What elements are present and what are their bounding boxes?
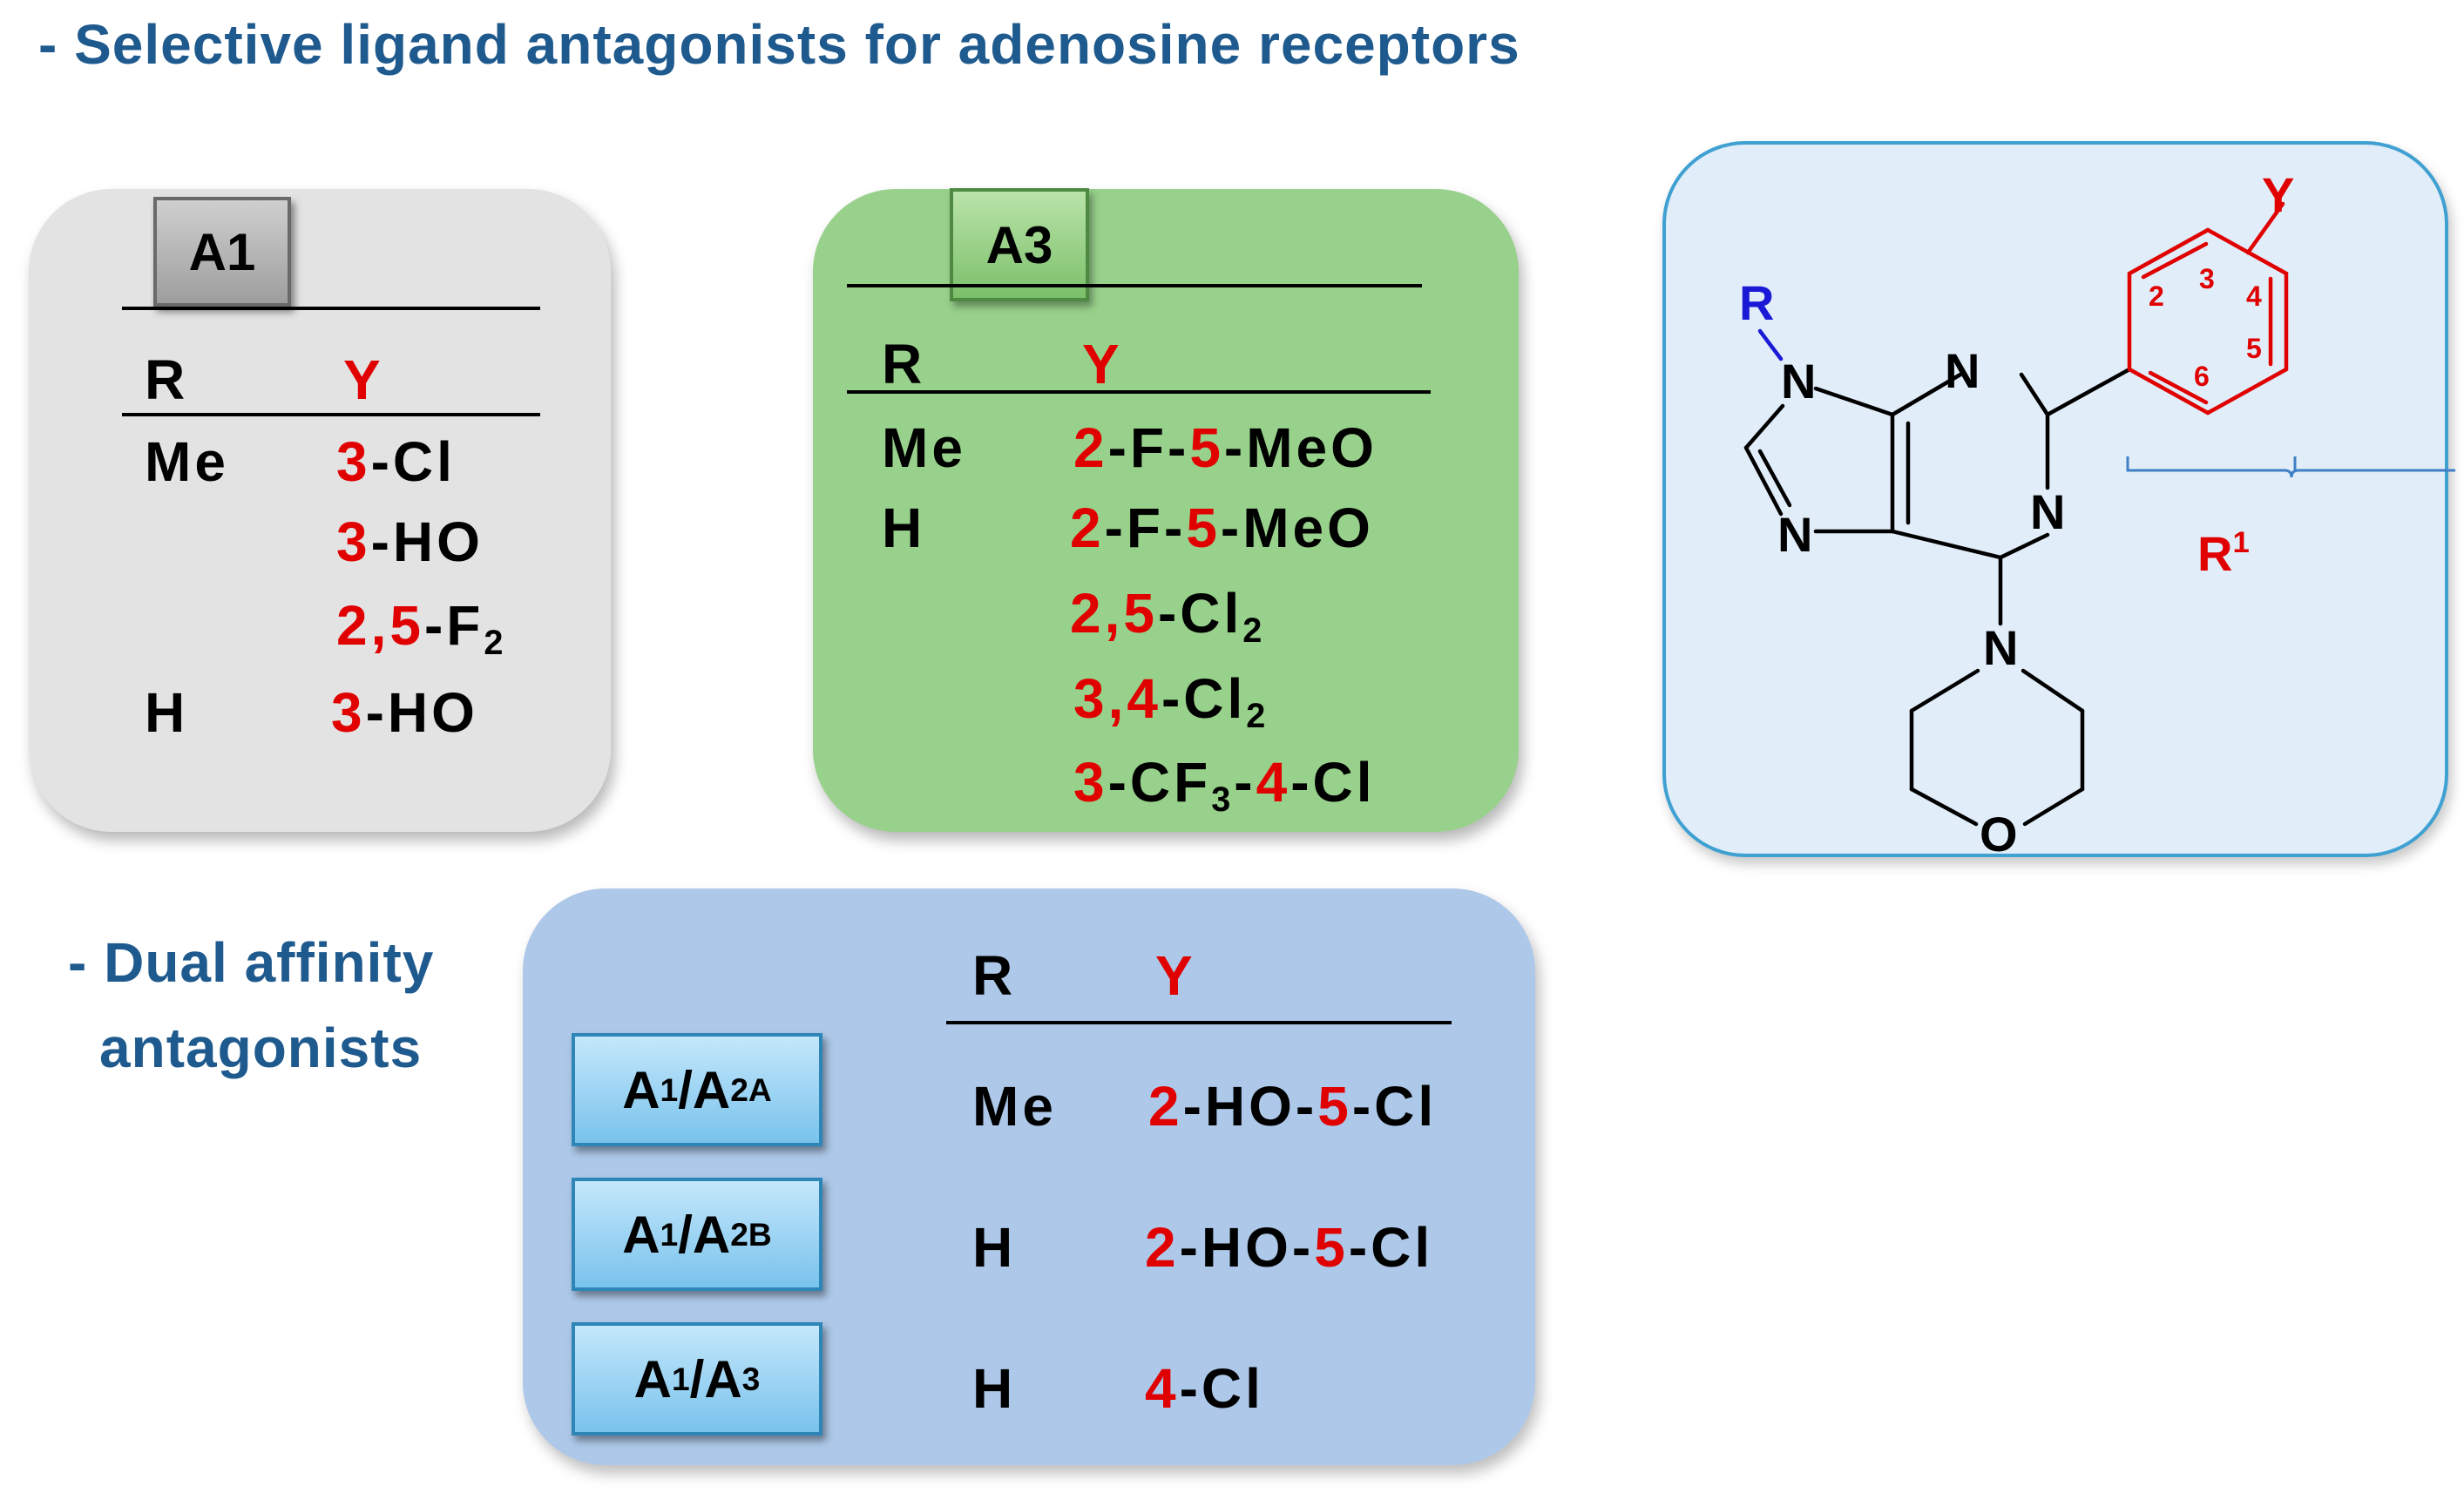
a3-row1-r: Me [882,416,966,479]
a1-row1-y: 3-Cl [336,430,456,493]
a1-row2-y: 3-HO [336,510,484,573]
dual-heading-line1: - Dual affinity [68,931,435,994]
a1-tag: A1 [153,197,291,307]
a3-top-rule [847,284,1422,287]
dual-header-rule [946,1021,1452,1024]
a1-row4-r: H [145,681,189,744]
a3-tag: A3 [950,188,1089,301]
dual-col-r: R [972,944,1013,1007]
ring-pos-3: 3 [2199,263,2215,294]
atom-n1: N [2030,484,2066,539]
a1-row1-r: Me [145,430,229,493]
a3-col-r: R [882,333,923,395]
ring-pos-6: 6 [2194,361,2210,392]
a3-row5-y: 3-CF3-4-Cl [1073,751,1376,820]
a1-header-rule [122,413,540,416]
structure-panel [1662,141,2448,857]
atom-n7: N [1777,507,1813,562]
a1-row3-y: 2,5-F2 [336,594,507,663]
a3-panel [813,189,1519,832]
ring-pos-2: 2 [2149,280,2164,312]
atom-n3: N [1945,343,1980,398]
dual-row1-y: 2-HO-5-Cl [1148,1075,1438,1138]
a3-row2-r: H [882,497,926,559]
structure-label-y: Y [2262,167,2295,222]
a1-row4-y: 3-HO [331,681,478,744]
atom-n-morpholine: N [1983,620,2019,675]
ring-pos-4: 4 [2246,280,2262,312]
atom-n9: N [1781,354,1817,409]
dual-heading-line2: antagonists [99,1017,423,1079]
selective-heading: - Selective ligand antagonists for adeno… [38,13,1520,76]
dual-col-y: Y [1155,944,1193,1007]
dual-row3-r: H [972,1357,1017,1420]
dual-row3-y: 4-Cl [1145,1357,1264,1420]
dual-row2-y: 2-HO-5-Cl [1145,1216,1434,1279]
structure-label-r1: R1 [2197,525,2250,581]
a3-row3-y: 2,5-Cl2 [1070,582,1266,651]
a1-col-y: Y [343,348,381,411]
dual-row1-r: Me [972,1075,1057,1138]
a3-header-rule [847,390,1431,394]
a3-row2-y: 2-F-5-MeO [1070,497,1374,559]
a1-col-r: R [145,348,186,411]
a1-panel [29,189,611,832]
dual-row2-r: H [972,1216,1017,1279]
a3-row1-y: 2-F-5-MeO [1073,416,1378,479]
structure-label-r: R [1739,275,1775,330]
a3-col-y: Y [1082,333,1120,395]
a1-top-rule [122,307,540,310]
atom-o-morpholine: O [1980,807,2018,861]
ring-pos-5: 5 [2246,333,2262,364]
a3-row4-y: 3,4-Cl2 [1073,667,1269,736]
